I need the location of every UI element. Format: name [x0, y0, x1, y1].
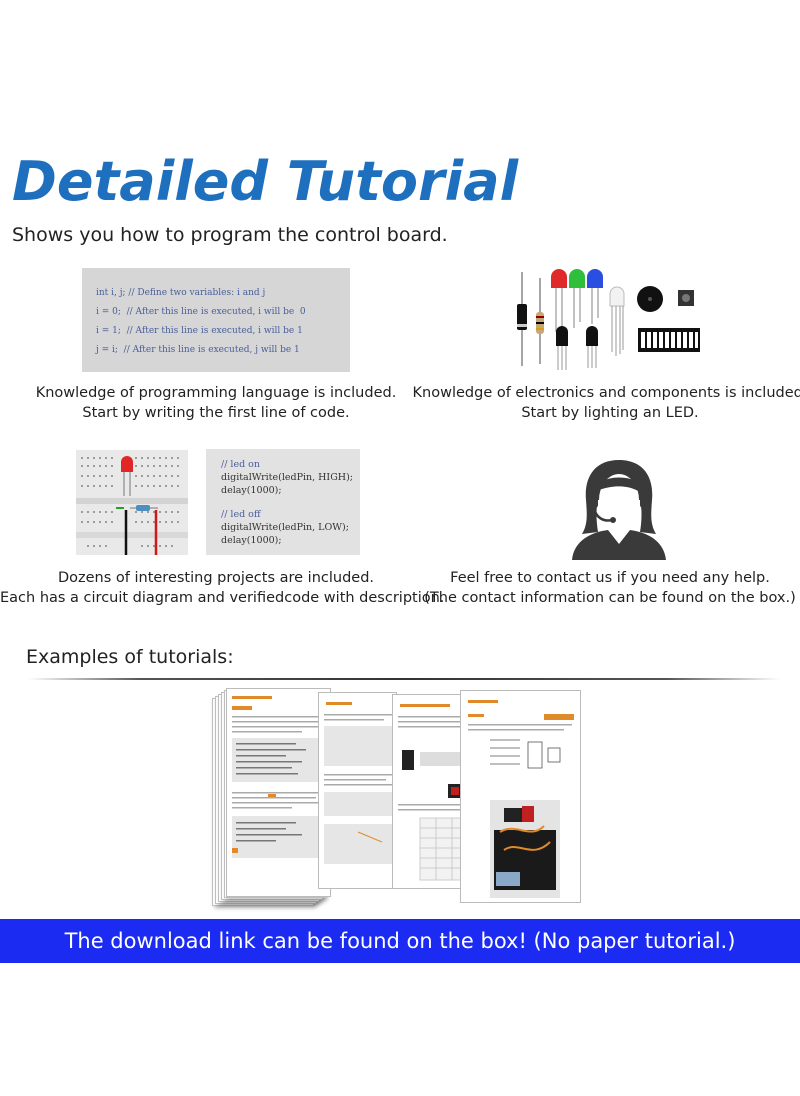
- caption-support: Feel free to contact us if you need any …: [410, 568, 800, 608]
- caption-line: Start by lighting an LED.: [521, 405, 699, 421]
- tutorial-page: [226, 688, 331, 897]
- caption-programming: Knowledge of programming language is inc…: [0, 383, 432, 423]
- electronic-components-illustration: [517, 269, 700, 370]
- code-line: delay(1000);: [221, 485, 282, 496]
- download-banner: [0, 919, 800, 963]
- breadboard-led-circuit-illustration: [76, 450, 188, 555]
- code-snippet-variables: int i, j; // Define two variables: i and…: [82, 268, 350, 372]
- caption-line: Start by writing the first line of code.: [82, 405, 350, 421]
- caption-projects: Dozens of interesting projects are inclu…: [0, 568, 445, 608]
- red-led-icon: [551, 269, 567, 332]
- code-line: digitalWrite(ledPin, HIGH);: [221, 472, 353, 483]
- push-button-icon: [678, 290, 694, 306]
- tutorial-pages-illustration: [212, 688, 584, 910]
- code-line: int i, j; // Define two variables: i and…: [96, 288, 266, 298]
- rgb-led-icon: [609, 286, 625, 356]
- caption-electronics: Knowledge of electronics and components …: [410, 383, 800, 423]
- code-line: i = 1; // After this line is executed, i…: [96, 326, 303, 336]
- transistor-icon: [556, 326, 568, 370]
- page-title: Detailed Tutorial: [12, 150, 519, 213]
- download-banner-text: The download link can be found on the bo…: [64, 929, 736, 953]
- support-agent-icon: [572, 460, 666, 560]
- code-line: // led on: [221, 459, 261, 470]
- divider: [28, 678, 780, 680]
- tutorial-page: [460, 690, 581, 903]
- caption-line: Knowledge of electronics and components …: [412, 385, 800, 401]
- code-snippet-blink: // led on digitalWrite(ledPin, HIGH); de…: [206, 449, 360, 555]
- tutorial-page: [318, 692, 397, 889]
- blue-led-icon: [587, 269, 603, 324]
- code-line: digitalWrite(ledPin, LOW);: [221, 522, 349, 533]
- green-led-icon: [569, 269, 585, 328]
- resistor-icon: [136, 505, 150, 511]
- page-subtitle: Shows you how to program the control boa…: [12, 224, 448, 246]
- examples-heading: Examples of tutorials:: [26, 646, 234, 668]
- red-led-icon: [121, 456, 133, 496]
- code-line: j = i; // After this line is executed, j…: [96, 345, 300, 355]
- caption-line: Each has a circuit diagram and verifiedc…: [0, 590, 445, 606]
- code-line: i = 0; // After this line is executed, i…: [96, 307, 306, 317]
- code-line: delay(1000);: [221, 535, 282, 546]
- led-bar-graph-icon: [638, 328, 700, 352]
- diode-icon: [517, 304, 527, 330]
- code-line: // led off: [221, 509, 261, 520]
- caption-line: Dozens of interesting projects are inclu…: [57, 570, 375, 586]
- caption-line: Feel free to contact us if you need any …: [450, 570, 770, 586]
- caption-line: (The contact information can be found on…: [424, 590, 796, 606]
- caption-line: Knowledge of programming language is inc…: [35, 385, 397, 401]
- transistor-icon: [586, 326, 598, 368]
